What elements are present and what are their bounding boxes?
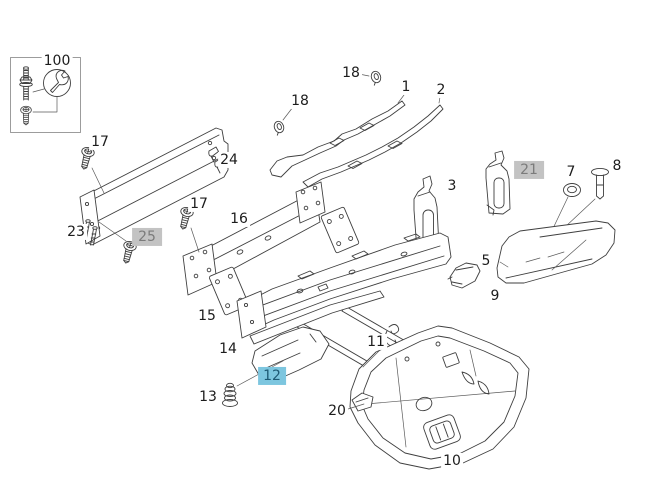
callout-18-left[interactable]: 18 [289, 92, 311, 110]
callout-23[interactable]: 23 [65, 223, 87, 241]
part-rear-trim-panel[interactable] [349, 325, 530, 470]
part-scoop-bracket[interactable] [447, 262, 481, 289]
part-trim-strip-1[interactable] [269, 100, 406, 178]
callout-15[interactable]: 15 [196, 307, 218, 325]
part-reinforcement-bar[interactable] [182, 181, 326, 296]
callout-25[interactable]: 25 [132, 227, 162, 247]
grommet-icon[interactable] [563, 183, 581, 197]
callout-100[interactable]: 100 [41, 52, 73, 70]
part-mounting-pad[interactable] [320, 206, 360, 254]
callout-24[interactable]: 24 [218, 151, 240, 169]
callout-14[interactable]: 14 [217, 340, 239, 358]
part-pillar-bracket[interactable] [485, 150, 511, 216]
callout-9[interactable]: 9 [488, 287, 502, 305]
callout-10[interactable]: 10 [441, 452, 463, 470]
part-rear-end-panel[interactable] [236, 232, 452, 345]
callout-18-top[interactable]: 18 [340, 64, 362, 82]
callout-16[interactable]: 16 [228, 210, 250, 228]
callout-17-mid[interactable]: 17 [188, 195, 210, 213]
part-support-bar-upper[interactable] [79, 127, 229, 246]
part-floor-panel[interactable] [496, 220, 616, 284]
clip-icon[interactable] [272, 119, 287, 136]
callout-2[interactable]: 2 [434, 81, 448, 99]
callout-5[interactable]: 5 [479, 252, 493, 270]
part-trim-strip-2[interactable] [302, 104, 444, 188]
plug-grommet-icon[interactable] [222, 382, 238, 407]
stud-bolt-icon [19, 66, 33, 101]
callout-3[interactable]: 3 [445, 177, 459, 195]
callout-21[interactable]: 21 [514, 160, 544, 180]
screw-icon [20, 105, 32, 126]
clip-icon[interactable] [369, 69, 384, 86]
wrench-icon [43, 69, 71, 97]
part-small-bracket[interactable] [351, 392, 374, 412]
callout-7[interactable]: 7 [564, 163, 578, 181]
callout-17-upper[interactable]: 17 [89, 133, 111, 151]
callout-20[interactable]: 20 [326, 402, 348, 420]
callout-11[interactable]: 11 [365, 333, 387, 351]
rivet-pin-icon[interactable] [591, 167, 609, 200]
callout-12[interactable]: 12 [258, 366, 286, 386]
callout-1[interactable]: 1 [399, 78, 413, 96]
callout-8[interactable]: 8 [610, 157, 624, 175]
callout-13[interactable]: 13 [197, 388, 219, 406]
